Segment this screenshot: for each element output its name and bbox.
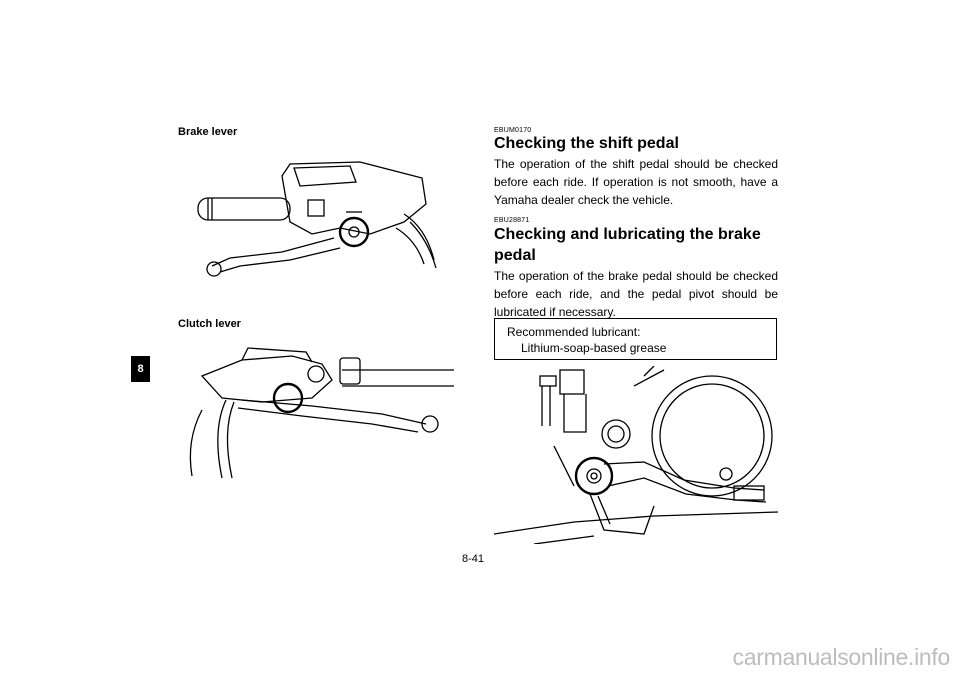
heading-shift-pedal: Checking the shift pedal [494, 135, 679, 152]
brake-pedal-illustration [494, 366, 778, 544]
section-code-shift: EBUM0170 [494, 127, 532, 134]
lubricant-label: Recommended lubricant: [507, 325, 641, 339]
clutch-lever-illustration [189, 347, 454, 479]
lubricant-box: Recommended lubricant: Lithium-soap-base… [494, 318, 777, 360]
brake-lever-illustration [197, 161, 437, 277]
heading-brake-pedal-line2: pedal [494, 247, 536, 264]
chapter-tab: 8 [131, 356, 150, 382]
heading-brake-pedal: Checking and lubricating the brake pedal [494, 224, 778, 266]
lubricant-value: Lithium-soap-based grease [521, 341, 667, 355]
section-code-brake: EBU28871 [494, 217, 530, 224]
watermark: carmanualsonline.info [732, 644, 951, 670]
brake-pedal-body: The operation of the brake pedal should … [494, 269, 778, 319]
clutch-lever-label: Clutch lever [178, 318, 241, 330]
shift-pedal-body: The operation of the shift pedal should … [494, 157, 778, 207]
heading-brake-pedal-line1: Checking and lubricating the brake [494, 226, 761, 243]
page-number: 8-41 [462, 553, 485, 565]
brake-lever-label: Brake lever [178, 126, 238, 138]
